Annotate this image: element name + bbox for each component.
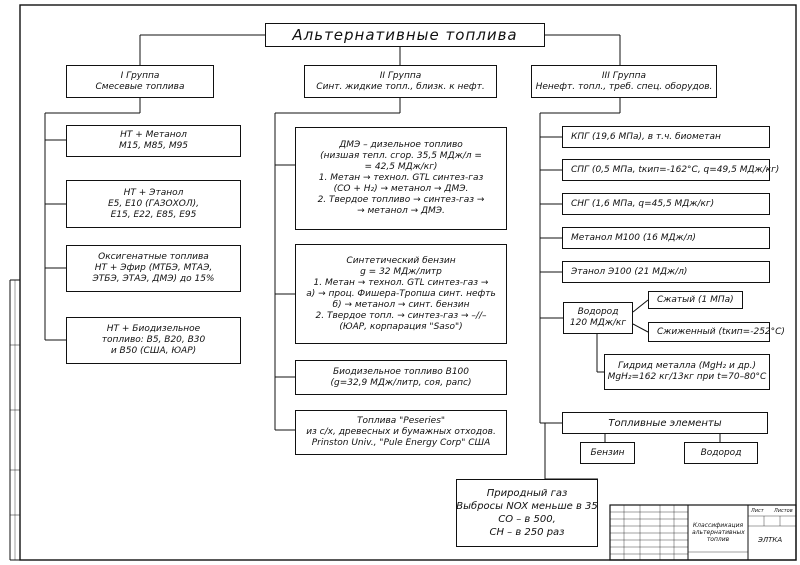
title-block-sheet-label: Лист: [751, 508, 764, 514]
dme-line-2: (низшая тепл. сгор. 35,5 МДж/л =: [320, 151, 482, 161]
methanol-m100-text: Метанол М100 (16 МДж/л): [571, 232, 696, 243]
hydrogen-compressed-text: Сжатый (1 МПа): [657, 294, 734, 305]
peseries-box: Топлива "Peseries" из с/х, древесных и б…: [295, 410, 507, 455]
natural-gas-box: Природный газ Выбросы NOX меньше в 35 СО…: [456, 479, 598, 547]
fuel-cells-hydrogen-text: Водород: [700, 447, 742, 458]
fuel-cells-gasoline-box: Бензин: [580, 442, 635, 464]
group-1-header: I Группа Смесевые топлива: [66, 65, 214, 98]
mix-methanol-line-2: М15, М85, М95: [118, 141, 189, 151]
fuel-cells-box: Топливные элементы: [562, 412, 768, 434]
title-block-org: ЭЛТКА: [758, 536, 783, 544]
dme-line-5: (CO + H₂) → метанол → ДМЭ.: [333, 184, 469, 194]
diagram-title: Альтернативные топлива: [265, 23, 545, 47]
mix-ethanol-line-1: НТ + Этанол: [123, 187, 184, 198]
mix-methanol-line-1: НТ + Метанол: [120, 130, 187, 140]
natural-gas-line-1: Природный газ: [486, 488, 568, 499]
diagram-title-text: Альтернативные топлива: [292, 25, 518, 44]
dme-line-4: 1. Метан → технол. GTL синтез-газ: [318, 173, 484, 183]
cng-text: КПГ (19,6 МПа), в т.ч. биометан: [571, 131, 721, 142]
fuel-cells-hydrogen-box: Водород: [684, 442, 758, 464]
lng-text: СПГ (0,5 МПа, tкип=-162°С, q=49,5 МДж/кг…: [571, 164, 780, 175]
lpg-box: СНГ (1,6 МПа, q=45,5 МДж/кг): [562, 193, 770, 215]
metal-hydride-line-1: Гидрид металла (MgH₂ и др.): [618, 361, 756, 371]
hydrogen-compressed-box: Сжатый (1 МПа): [648, 291, 743, 309]
group-2-number: II Группа: [379, 70, 422, 81]
biodiesel-b100-line-2: (g=32,9 МДж/литр, соя, рапс): [330, 377, 472, 388]
biodiesel-b100-line-1: Биодизельное топливо В100: [332, 366, 470, 377]
group-2-name: Синт. жидкие топл., близк. к нефт.: [316, 81, 485, 92]
mix-biodiesel-line-3: и В50 (США, ЮАР): [110, 346, 197, 356]
synth-gasoline-line-1: Синтетический бензин: [346, 255, 456, 266]
peseries-line-3: Prinston Univ., "Pule Energy Corp" США: [311, 438, 491, 448]
lng-box: СПГ (0,5 МПа, tкип=-162°С, q=49,5 МДж/кг…: [562, 159, 779, 181]
mix-ethanol-line-2: Е5, Е10 (ГАЗОХОЛ),: [107, 198, 200, 209]
synth-gasoline-line-4: а) → проц. Фишера-Тропша синт. нефть: [306, 288, 496, 299]
mix-methanol-box: НТ + Метанол М15, М85, М95: [66, 125, 241, 157]
group-1-name: Смесевые топлива: [95, 81, 185, 92]
mix-biodiesel-line-1: НТ + Биодизельное: [106, 324, 201, 334]
oxygenate-line-2: НТ + Эфир (МТБЭ, МТАЭ,: [94, 263, 213, 273]
group-1-number: I Группа: [120, 70, 160, 81]
dme-line-7: → метанол → ДМЭ.: [357, 206, 445, 216]
oxygenate-box: Оксигенатные топлива НТ + Эфир (МТБЭ, МТ…: [66, 245, 241, 292]
ethanol-e100-text: Этанол Э100 (21 МДж/л): [571, 266, 688, 277]
oxygenate-line-3: ЭТБЭ, ЭТАЭ, ДМЭ) до 15%: [92, 274, 215, 284]
methanol-m100-box: Метанол М100 (16 МДж/л): [562, 227, 770, 249]
group-3-header: III Группа Ненефт. топл., треб. спец. об…: [531, 65, 717, 98]
hydrogen-liquefied-box: Сжиженный (tкип=-252°С): [648, 322, 785, 342]
dme-box: ДМЭ – дизельное топливо (низшая тепл. сг…: [295, 127, 507, 230]
natural-gas-line-3: СО – в 500,: [498, 514, 556, 525]
mix-ethanol-box: НТ + Этанол Е5, Е10 (ГАЗОХОЛ), Е15, Е22,…: [66, 180, 241, 228]
title-block-sheets-label: Листов: [774, 508, 793, 514]
dme-line-3: = 42,5 МДж/кг): [364, 162, 438, 172]
oxygenate-line-1: Оксигенатные топлива: [98, 252, 209, 262]
metal-hydride-box: Гидрид металла (MgH₂ и др.) MgH₂=162 кг/…: [604, 354, 770, 390]
mix-ethanol-line-3: Е15, Е22, Е85, Е95: [110, 209, 197, 220]
mix-biodiesel-box: НТ + Биодизельное топливо: В5, В20, В30 …: [66, 317, 241, 364]
group-3-number: III Группа: [601, 70, 647, 81]
hydrogen-liquefied-text: Сжиженный (tкип=-252°С): [657, 326, 785, 337]
synth-gasoline-box: Синтетический бензин g = 32 МДж/литр 1. …: [295, 244, 507, 344]
synth-gasoline-line-3: 1. Метан → технол. GTL синтез-газ →: [313, 277, 489, 288]
biodiesel-b100-box: Биодизельное топливо В100 (g=32,9 МДж/ли…: [295, 360, 507, 395]
synth-gasoline-line-6: 2. Твердое топл. → синтез-газ → –//–: [315, 310, 487, 321]
peseries-line-1: Топлива "Peseries": [356, 416, 446, 426]
peseries-line-2: из с/х, древесных и бумажных отходов.: [306, 427, 496, 437]
fuel-cells-gasoline-text: Бензин: [590, 447, 625, 458]
synth-gasoline-line-7: (ЮАР, корпарация "Saso"): [339, 321, 463, 332]
hydrogen-line-2: 120 МДж/кг: [569, 318, 627, 328]
natural-gas-line-2: Выбросы NOX меньше в 35: [456, 501, 598, 512]
natural-gas-line-4: СН – в 250 раз: [489, 527, 565, 538]
fuel-cells-title: Топливные элементы: [608, 417, 722, 429]
group-3-name: Ненефт. топл., треб. спец. оборудов.: [535, 81, 713, 92]
ethanol-e100-box: Этанол Э100 (21 МДж/л): [562, 261, 770, 283]
dme-line-1: ДМЭ – дизельное топливо: [339, 140, 463, 150]
mix-biodiesel-line-2: топливо: В5, В20, В30: [101, 335, 206, 345]
metal-hydride-line-2: MgH₂=162 кг/13кг при t=70–80°С: [607, 372, 767, 382]
dme-line-6: 2. Твердое топливо → синтез-газ →: [317, 195, 485, 205]
hydrogen-box: Водород 120 МДж/кг: [563, 302, 633, 334]
group-2-header: II Группа Синт. жидкие топл., близк. к н…: [304, 65, 497, 98]
hydrogen-line-1: Водород: [577, 307, 619, 317]
cng-box: КПГ (19,6 МПа), в т.ч. биометан: [562, 126, 770, 148]
synth-gasoline-line-5: б) → метанол → синт. бензин: [332, 299, 470, 310]
title-block-doc-name: Классификация альтернативных топлив: [692, 522, 745, 543]
synth-gasoline-line-2: g = 32 МДж/литр: [360, 266, 442, 277]
lpg-text: СНГ (1,6 МПа, q=45,5 МДж/кг): [571, 198, 715, 209]
